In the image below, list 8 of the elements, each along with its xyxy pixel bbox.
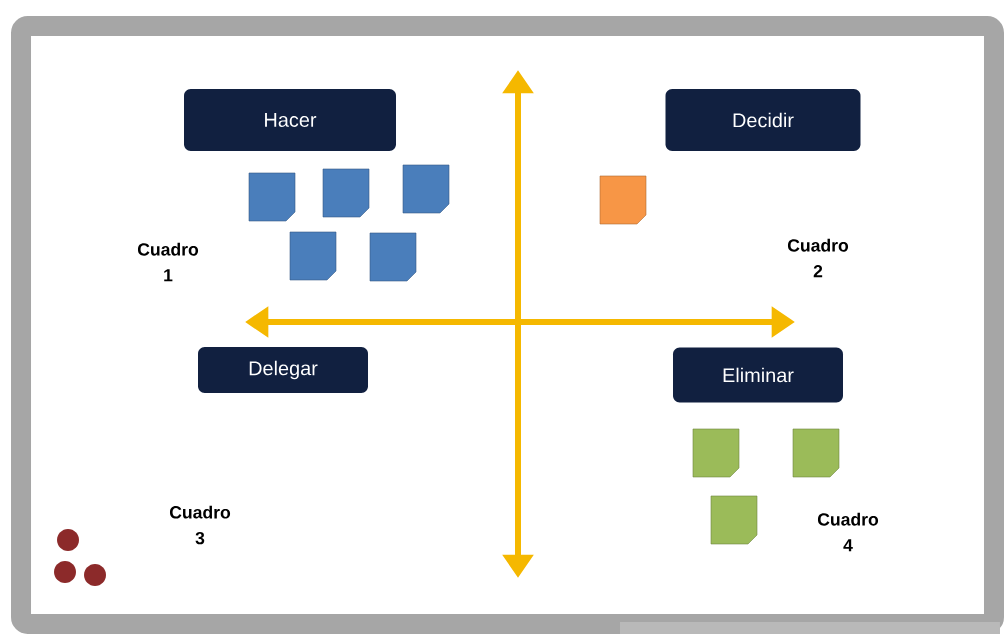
category-box: Hacer	[184, 89, 396, 151]
category-box: Eliminar	[673, 347, 843, 403]
category-box: Delegar	[198, 347, 368, 393]
quadrant-label: Cuadro 3	[169, 505, 231, 545]
quadrant-label: Cuadro 1	[137, 242, 199, 282]
category-box: Decidir	[665, 89, 861, 151]
quadrant-label: Cuadro 4	[817, 512, 879, 552]
quadrant-label: Cuadro 2	[787, 238, 849, 278]
